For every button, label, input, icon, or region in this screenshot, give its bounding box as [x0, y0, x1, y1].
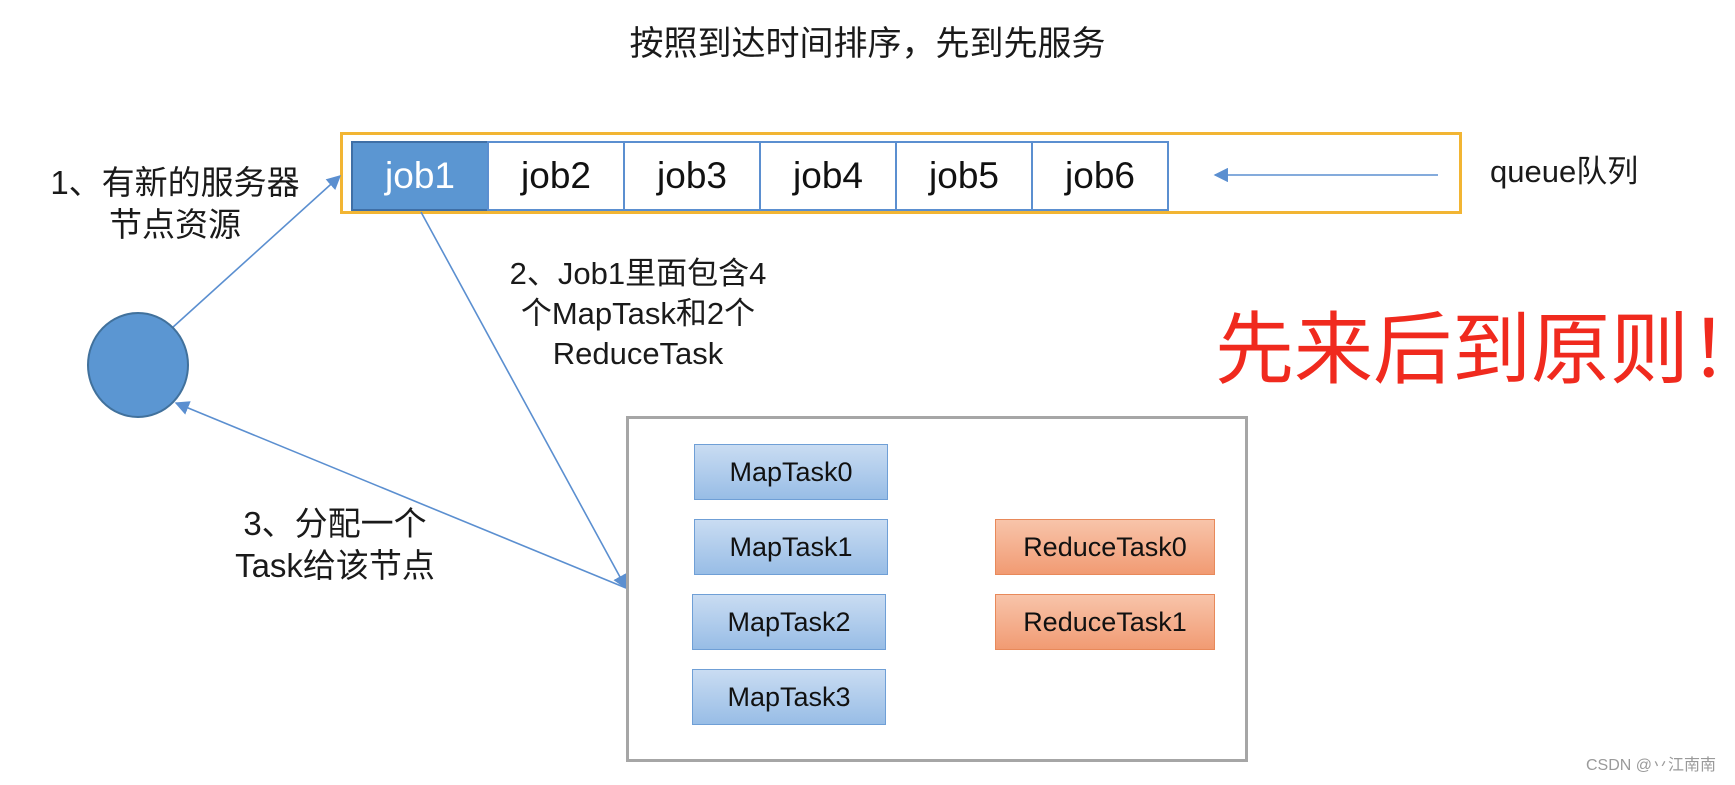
step1-label-line1: 1、有新的服务器 — [50, 164, 300, 201]
step2-label-line1: 2、Job1里面包含4 — [509, 256, 767, 291]
step2-label-line2: 个MapTask和2个 — [520, 296, 756, 331]
step3-label-line1: 3、分配一个 — [243, 505, 427, 542]
job-item-2: job2 — [487, 141, 625, 211]
principle-text: 先来后到原则！ — [1215, 305, 1735, 394]
step3-label-line2: Task给该节点 — [235, 547, 435, 584]
job-item-1: job1 — [351, 141, 489, 211]
job-item-4: job4 — [759, 141, 897, 211]
job-item-6: job6 — [1031, 141, 1169, 211]
reduce-task-1: ReduceTask1 — [995, 594, 1215, 650]
diagram-title: 按照到达时间排序，先到先服务 — [629, 25, 1106, 63]
task-container — [626, 416, 1248, 762]
watermark: CSDN @丷江南南 — [1586, 757, 1717, 774]
step2-label-line3: ReduceTask — [552, 336, 724, 371]
step1-label: 1、有新的服务器 节点资源 — [30, 162, 320, 246]
queue-container — [340, 132, 1462, 214]
reduce-task-0: ReduceTask0 — [995, 519, 1215, 575]
step1-label-line2: 节点资源 — [109, 206, 241, 243]
map-task-3: MapTask3 — [692, 669, 886, 725]
map-task-1: MapTask1 — [694, 519, 888, 575]
job-queue: job1 job2 job3 job4 job5 job6 — [351, 141, 1169, 211]
step2-label: 2、Job1里面包含4 个MapTask和2个 ReduceTask — [488, 254, 788, 374]
job-item-5: job5 — [895, 141, 1033, 211]
job-item-3: job3 — [623, 141, 761, 211]
map-task-0: MapTask0 — [694, 444, 888, 500]
server-node-icon — [87, 312, 189, 418]
map-task-2: MapTask2 — [692, 594, 886, 650]
step3-label: 3、分配一个 Task给该节点 — [205, 503, 465, 587]
queue-label: queue队列 — [1490, 154, 1639, 189]
